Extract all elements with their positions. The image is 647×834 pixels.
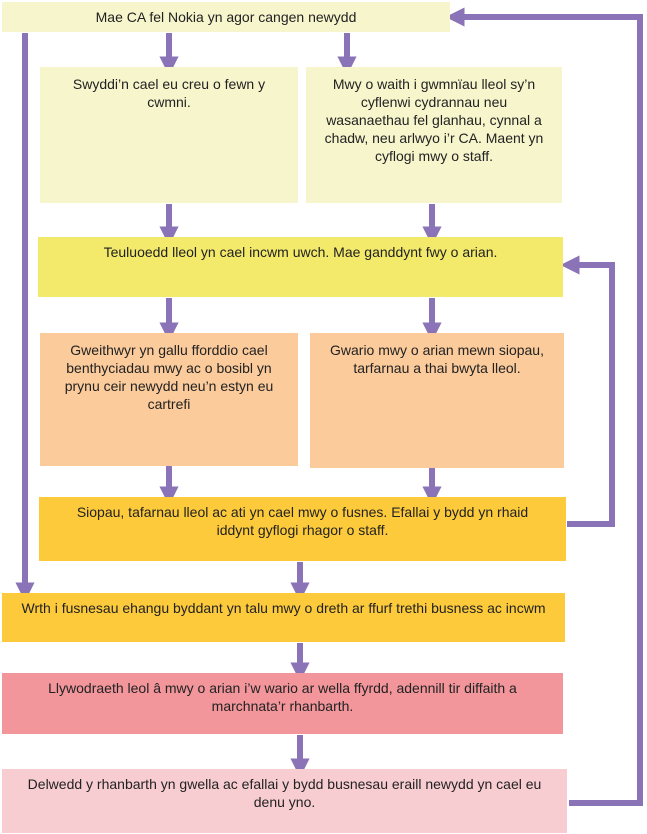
box-higher-income: Teuluoedd lleol yn cael incwm uwch. Mae … bbox=[38, 237, 563, 297]
box-business-tax: Wrth i fusnesau ehangu byddant yn talu m… bbox=[2, 593, 565, 642]
box-more-business: Siopau, tafarnau lleol ac ati yn cael mw… bbox=[39, 497, 566, 561]
box-spending-locally: Gwario mwy o arian mewn siopau, tarfarna… bbox=[310, 333, 564, 468]
box-new-branch: Mae CA fel Nokia yn agor cangen newydd bbox=[2, 2, 450, 32]
box-region-image: Delwedd y rhanbarth yn gwella ac efallai… bbox=[2, 769, 567, 833]
arrow-business-to-income bbox=[560, 255, 615, 527]
box-local-suppliers: Mwy o waith i gwmnïau lleol sy’n cyflenw… bbox=[306, 67, 562, 203]
box-workers-loans: Gweithwyr yn gallu fforddio cael benthyc… bbox=[40, 333, 298, 466]
box-jobs-created: Swyddi’n cael eu creu o fewn y cwmni. bbox=[40, 67, 298, 203]
box-local-government: Llywodraeth leol â mwy o arian i’w wario… bbox=[2, 673, 563, 734]
